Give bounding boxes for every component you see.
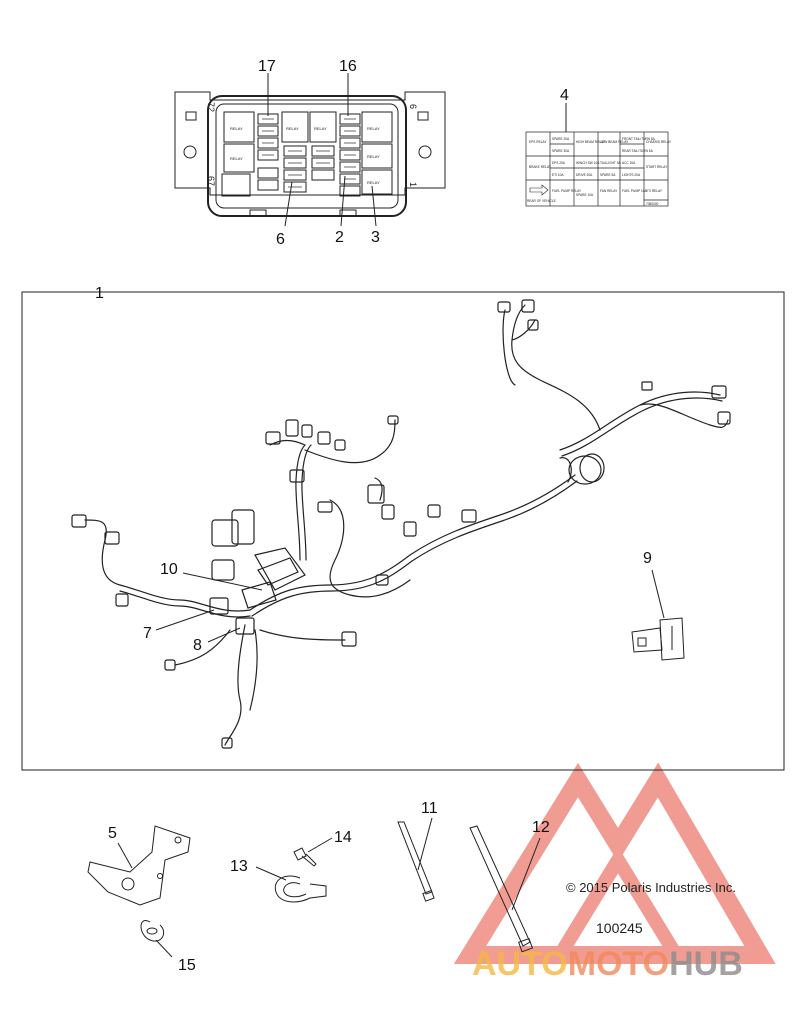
harness-leaders bbox=[155, 572, 263, 643]
watermark-text: AUTOMOTOHUB bbox=[472, 945, 743, 983]
copyright-text: © 2015 Polaris Industries Inc. bbox=[566, 880, 736, 895]
fuse-cell: SPARE 10A bbox=[576, 193, 594, 197]
relay-label-6: RELAY bbox=[367, 154, 380, 159]
callout-6: 6 bbox=[276, 231, 285, 248]
fuse-cell: DRIVE 20A bbox=[576, 173, 593, 177]
tie-strap-small-part bbox=[397, 821, 435, 902]
leader-14 bbox=[307, 837, 333, 853]
fuse-cell: EPS 20A bbox=[552, 161, 566, 165]
relay-label-2: RELAY bbox=[230, 156, 243, 161]
callout-4: 4 bbox=[560, 87, 569, 104]
callout-15: 15 bbox=[178, 957, 196, 974]
fuse-cell: BRAKE RELAY bbox=[529, 165, 552, 169]
pin-number-1: 1 bbox=[408, 182, 418, 187]
leader-12 bbox=[511, 837, 541, 911]
watermark-logo bbox=[453, 762, 776, 964]
tie-strap-long-part bbox=[469, 825, 534, 953]
fuse-cell: CHASSIS RELAY bbox=[646, 140, 672, 144]
watermark-part2: MOTO bbox=[568, 945, 669, 983]
fuse-cell: EPS RELAY bbox=[529, 140, 547, 144]
leader-9 bbox=[651, 569, 665, 619]
callout-7: 7 bbox=[143, 625, 152, 642]
fuse-cell: REAR TAIL/TURN 5A bbox=[622, 149, 654, 153]
fuse-label-text: EPS RELAY SPARE 20A HIGH BEAM RELAY LOW … bbox=[527, 137, 672, 206]
pin-number-6: 6 bbox=[408, 104, 418, 109]
pin-number-72: 72 bbox=[206, 102, 216, 112]
washer-part bbox=[140, 920, 165, 942]
cable-strap-part bbox=[274, 875, 327, 903]
callout-9: 9 bbox=[643, 550, 652, 567]
fuse-cell: ETI RELAY bbox=[646, 189, 663, 193]
diagram-part-number: 100245 bbox=[596, 920, 643, 936]
bracket-part bbox=[87, 825, 191, 906]
relay-label-7: RELAY bbox=[367, 180, 380, 185]
callout-8: 8 bbox=[193, 637, 202, 654]
fuse-cell: FUEL PUMP 10A bbox=[622, 189, 647, 193]
watermark-part3: HUB bbox=[669, 945, 743, 983]
callout-10: 10 bbox=[160, 561, 178, 578]
pin-number-67: 67 bbox=[206, 176, 216, 186]
leader-15 bbox=[155, 939, 173, 958]
washer-hole bbox=[146, 927, 158, 935]
arrow-icon bbox=[529, 184, 549, 196]
fuse-cell: ETI 10A bbox=[552, 173, 564, 177]
wiring-harness bbox=[71, 299, 731, 749]
leader-5 bbox=[117, 842, 133, 869]
fuse-cell: SPARE 30A bbox=[552, 149, 570, 153]
callout-17: 17 bbox=[258, 58, 276, 75]
fuse-box bbox=[174, 91, 446, 217]
relay-label-4: RELAY bbox=[314, 126, 327, 131]
fuse-cell: FRONT TAIL/TURN 5A bbox=[622, 137, 656, 141]
callout-16: 16 bbox=[339, 58, 357, 75]
fuse-box-leaders bbox=[267, 73, 377, 227]
callout-14: 14 bbox=[334, 829, 352, 846]
relay-label-3: RELAY bbox=[286, 126, 299, 131]
callout-11: 11 bbox=[421, 800, 438, 817]
fuse-cell: WINCH SW 10A bbox=[576, 161, 600, 165]
callout-1: 1 bbox=[95, 285, 104, 302]
fuse-cell: LOW BEAM RELAY bbox=[600, 140, 629, 144]
fuse-cell: SPARE 20A bbox=[552, 137, 570, 141]
relay-label-1: RELAY bbox=[230, 126, 243, 131]
harness-frame bbox=[21, 291, 785, 771]
leader-11 bbox=[417, 817, 433, 871]
fuse-cell: ACC 20A bbox=[622, 161, 636, 165]
watermark-part1: AUTO bbox=[472, 945, 568, 983]
callout-13: 13 bbox=[230, 858, 248, 875]
fuse-cell: START RELAY bbox=[646, 165, 668, 169]
clip-part bbox=[631, 617, 685, 661]
callout-3: 3 bbox=[371, 229, 380, 246]
relay-label-5: RELAY bbox=[367, 126, 380, 131]
fuse-cell: FUEL PUMP RELAY bbox=[552, 189, 582, 193]
callout-12: 12 bbox=[532, 819, 550, 836]
bolt-part bbox=[293, 847, 317, 867]
fuse-label-decal bbox=[525, 131, 669, 207]
fuse-cell: FAN RELAY bbox=[600, 189, 618, 193]
callout-2: 2 bbox=[335, 229, 344, 246]
fuse-cell: SPARE 5A bbox=[600, 173, 616, 177]
callout-5: 5 bbox=[108, 825, 117, 842]
fuse-cell: HIGH BEAM RELAY bbox=[576, 140, 606, 144]
fuse-cell: LIGHTS 20A bbox=[622, 173, 641, 177]
fuse-cell: TAILLIGHT 5A bbox=[600, 161, 621, 165]
fuse-cell: REAR OF VEHICLE bbox=[527, 199, 556, 203]
fuse-label-footer: 7080000 bbox=[646, 202, 659, 206]
